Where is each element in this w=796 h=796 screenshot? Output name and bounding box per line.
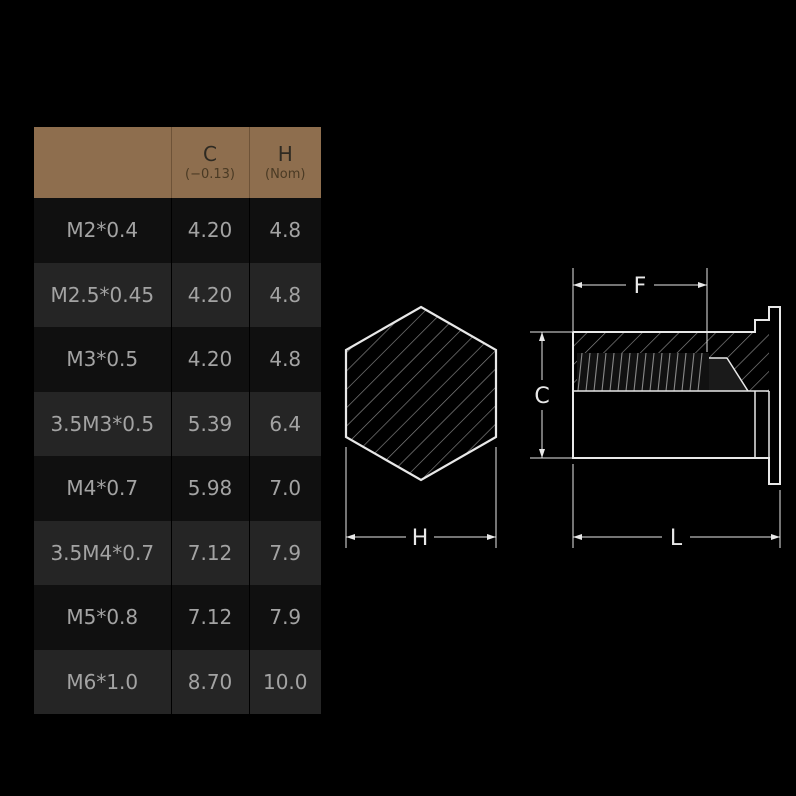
header-h: H (Nom) <box>248 127 321 198</box>
c-cell: 7.12 <box>170 585 249 650</box>
table-header-row: C (−0.13) H (Nom) <box>34 127 321 198</box>
thread-cell: M4*0.7 <box>34 456 171 521</box>
table-row: M2*0.4 4.20 4.8 <box>34 198 321 263</box>
spec-table: C (−0.13) H (Nom) M2*0.4 4.20 4.8 M2.5*0… <box>34 127 321 714</box>
c-cell: 5.98 <box>170 456 249 521</box>
c-cell: 5.39 <box>170 391 249 456</box>
thread-cell: M2.5*0.45 <box>34 262 171 327</box>
thread-cell: M2*0.4 <box>34 198 171 263</box>
c-cell: 7.12 <box>170 520 249 585</box>
h-cell: 4.8 <box>248 262 321 327</box>
table-row: M5*0.8 7.12 7.9 <box>34 585 321 650</box>
thread-cell: 3.5M4*0.7 <box>34 520 171 585</box>
h-cell: 7.9 <box>248 520 321 585</box>
h-cell: 4.8 <box>248 327 321 392</box>
h-cell: 4.8 <box>248 198 321 263</box>
c-cell: 8.70 <box>170 649 249 714</box>
dimension-c <box>530 331 573 459</box>
thread-cell: M3*0.5 <box>34 327 171 392</box>
dimension-l-label: L <box>670 526 683 551</box>
table-row: 3.5M3*0.5 5.39 6.4 <box>34 391 321 456</box>
h-cell: 7.9 <box>248 585 321 650</box>
hex-end-view <box>344 305 498 482</box>
dimension-c-label: C <box>534 384 549 409</box>
c-cell: 4.20 <box>170 198 249 263</box>
header-c: C (−0.13) <box>170 127 249 198</box>
h-cell: 6.4 <box>248 391 321 456</box>
table-row: 3.5M4*0.7 7.12 7.9 <box>34 520 321 585</box>
thread-cell: 3.5M3*0.5 <box>34 391 171 456</box>
dimension-l <box>572 464 781 548</box>
thread-cell: M6*1.0 <box>34 649 171 714</box>
dimension-h <box>345 447 497 548</box>
header-c-tolerance: (−0.13) <box>185 166 235 182</box>
c-cell: 4.20 <box>170 327 249 392</box>
side-section-view <box>572 306 781 485</box>
table-row: M3*0.5 4.20 4.8 <box>34 327 321 392</box>
header-thread <box>34 127 171 198</box>
header-h-nominal: (Nom) <box>265 166 306 182</box>
thread-lines <box>577 352 703 392</box>
header-h-label: H <box>277 141 293 166</box>
table-row: M2.5*0.45 4.20 4.8 <box>34 262 321 327</box>
c-cell: 4.20 <box>170 262 249 327</box>
dimension-f-label: F <box>634 274 647 299</box>
header-c-label: C <box>203 141 217 166</box>
dimension-f <box>572 268 708 352</box>
h-cell: 10.0 <box>248 649 321 714</box>
thread-cell: M5*0.8 <box>34 585 171 650</box>
table-row: M4*0.7 5.98 7.0 <box>34 456 321 521</box>
table-row: M6*1.0 8.70 10.0 <box>34 649 321 714</box>
dimension-h-label: H <box>412 526 429 551</box>
h-cell: 7.0 <box>248 456 321 521</box>
